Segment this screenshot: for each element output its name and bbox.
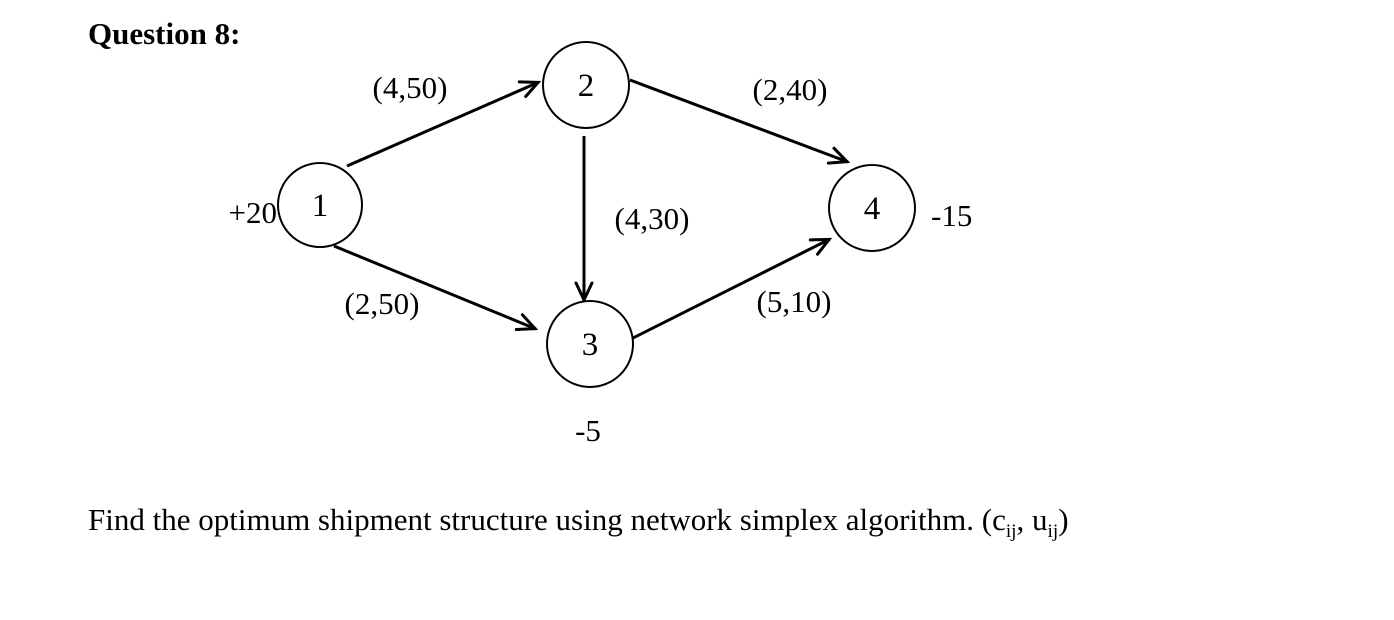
question-sentence: Find the optimum shipment structure usin…: [88, 502, 974, 537]
supply-node-3: -5: [575, 413, 601, 448]
supply-node-4: -15: [931, 198, 972, 233]
edge-3-4-line: [632, 237, 830, 340]
supply-node-1: +20: [229, 195, 277, 230]
node-4-circle: [828, 164, 916, 252]
notation-between: , u: [1016, 502, 1048, 537]
notation-close: ): [1058, 502, 1069, 537]
node-3-label: 3: [582, 327, 599, 363]
edge-1-3-line: [333, 244, 536, 329]
question-text: Find the optimum shipment structure usin…: [88, 502, 1069, 541]
edge-1-2-line: [346, 82, 539, 168]
node-1-circle: [277, 162, 363, 248]
edge-1-2-label: (4,50): [373, 70, 448, 105]
node-2-label: 2: [578, 68, 595, 104]
edge-3-4-label: (5,10): [757, 284, 832, 319]
question-number-heading: Question 8:: [88, 16, 241, 51]
node-4-label: 4: [864, 191, 881, 227]
node-1-label: 1: [312, 188, 329, 224]
edge-2-3-label: (4,30): [615, 201, 690, 236]
node-3-circle: [546, 300, 634, 388]
notation-sub-u: ij: [1047, 521, 1059, 543]
node-2-circle: [542, 41, 630, 129]
edge-2-4-label: (2,40): [753, 72, 828, 107]
notation-sub-c: ij: [1005, 521, 1017, 543]
edge-1-3-label: (2,50): [345, 286, 420, 321]
network-diagram: (4,50) (2,40) (4,30) (2,50) (5,10) 1 2 3…: [229, 41, 972, 448]
notation-open: (c: [974, 502, 1006, 537]
edge-2-4-line: [629, 78, 848, 162]
